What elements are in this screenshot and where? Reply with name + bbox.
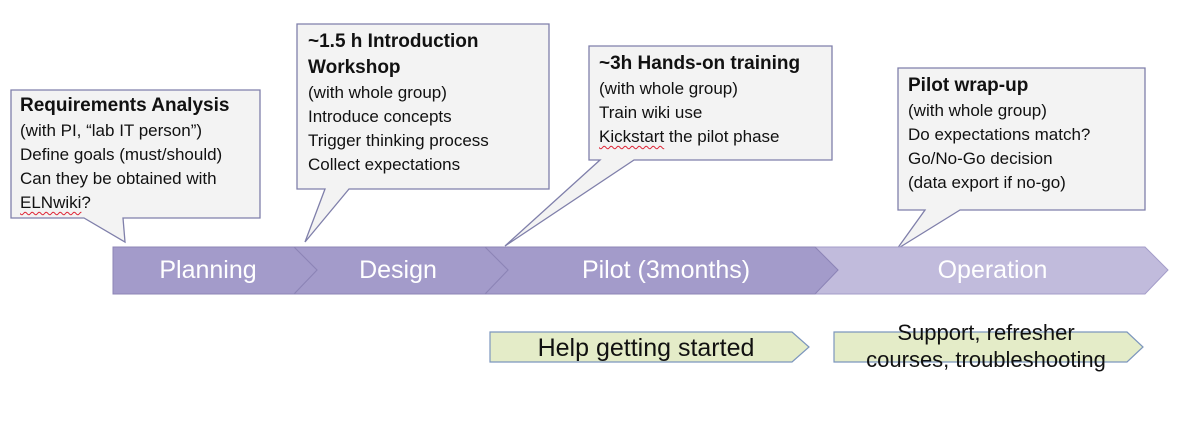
callout-training-box bbox=[504, 45, 833, 247]
callout-training-line: (with whole group) bbox=[599, 79, 738, 98]
kickstart-word: Kickstart bbox=[599, 127, 665, 146]
support-ongoing-line-2: courses, troubleshooting bbox=[866, 347, 1106, 372]
callout-workshop-line: Trigger thinking process bbox=[308, 131, 489, 150]
callout-requirements-title: Requirements Analysis bbox=[20, 95, 230, 116]
callout-wrapup-line: (data export if no-go) bbox=[908, 173, 1066, 192]
callout-training-title: ~3h Hands-on training bbox=[599, 53, 801, 74]
kickstart-suffix: the pilot phase bbox=[664, 127, 780, 146]
callout-training-last-line: Kickstart the pilot phase bbox=[599, 125, 800, 149]
callout-wrapup-line: Do expectations match? bbox=[908, 125, 1091, 144]
callout-requirements: Requirements Analysis (with PI, “lab IT … bbox=[20, 93, 229, 215]
support-label-ongoing: Support, refresher courses, troubleshoot… bbox=[836, 319, 1136, 373]
callout-workshop-box bbox=[296, 23, 550, 243]
phase-label-pilot: Pilot (3months) bbox=[581, 256, 751, 284]
callout-wrapup-title: Pilot wrap-up bbox=[908, 75, 1029, 96]
support-label-help: Help getting started bbox=[537, 334, 755, 362]
callout-training-line: Train wiki use bbox=[599, 103, 703, 122]
callout-workshop-line: Introduce concepts bbox=[308, 107, 452, 126]
callout-workshop-line: (with whole group) bbox=[308, 83, 447, 102]
callout-requirements-line: (with PI, “lab IT person”) bbox=[20, 121, 203, 140]
phase-label-planning: Planning bbox=[159, 256, 257, 284]
callout-requirements-last-line: ELNwiki? bbox=[20, 191, 229, 215]
support-arrow-ongoing bbox=[833, 331, 1144, 363]
callout-workshop-line: Collect expectations bbox=[308, 155, 461, 174]
callout-workshop-title-1: ~1.5 h Introduction bbox=[308, 31, 479, 52]
phase-label-operation: Operation bbox=[937, 256, 1048, 284]
elnwiki-suffix: ? bbox=[81, 193, 91, 212]
callout-wrapup-box bbox=[896, 67, 1146, 250]
callout-requirements-line: Define goals (must/should) bbox=[20, 145, 223, 164]
phase-label-design: Design bbox=[359, 256, 437, 284]
callout-wrapup-line: Go/No-Go decision bbox=[908, 149, 1053, 168]
phase-chevron-planning bbox=[112, 246, 318, 295]
callout-workshop: ~1.5 h Introduction Workshop (with whole… bbox=[308, 29, 489, 177]
callout-wrapup-line: (with whole group) bbox=[908, 101, 1047, 120]
callout-training: ~3h Hands-on training (with whole group)… bbox=[599, 51, 800, 149]
support-ongoing-line-1: Support, refresher bbox=[897, 320, 1075, 345]
callout-requirements-line: Can they be obtained with bbox=[20, 169, 217, 188]
callout-requirements-box bbox=[10, 89, 261, 244]
callout-workshop-title-2: Workshop bbox=[308, 57, 401, 78]
callout-wrapup: Pilot wrap-up (with whole group) Do expe… bbox=[908, 73, 1090, 195]
elnwiki-word: ELNwiki bbox=[20, 193, 82, 212]
support-arrow-help bbox=[489, 331, 810, 363]
